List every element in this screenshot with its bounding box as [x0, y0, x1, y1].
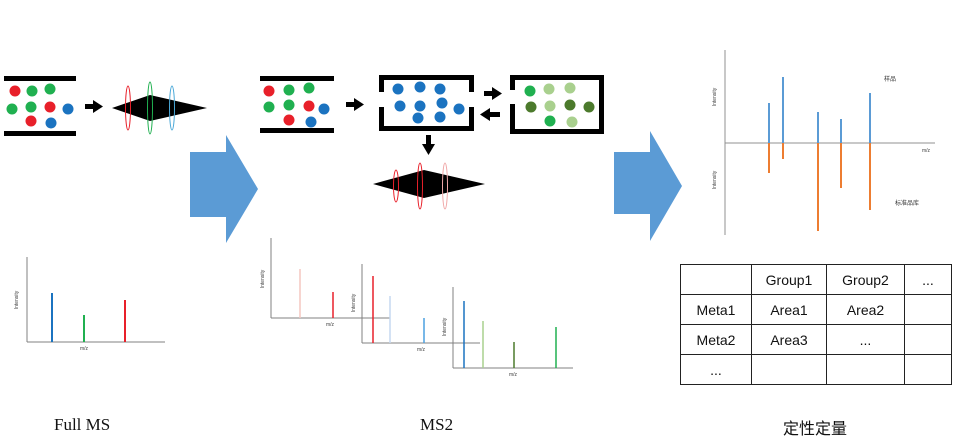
ms2-detector-icon: [373, 162, 485, 210]
big-arrow-1: [190, 135, 258, 243]
quant-table-cell: [751, 354, 827, 385]
quant-table-cell: ...: [904, 264, 952, 295]
ms2-spectrum-1-mz-label: m/z: [326, 322, 335, 328]
mirror-plot-intensity-top: Intensity: [712, 87, 718, 106]
full-ms-intensity-label: Intensity: [14, 290, 20, 309]
mirror-plot-sample-label: 样品: [884, 75, 896, 83]
quant-table-cell: Area3: [751, 324, 827, 355]
table-row: Meta2 Area3 ...: [680, 324, 952, 355]
quant-table-cell: Group1: [751, 264, 827, 295]
table-row: ...: [680, 354, 952, 385]
quant-table-cell: [904, 294, 952, 325]
ms2-spectrum-1-intensity-label: Intensity: [260, 269, 266, 288]
quant-table-cell: ...: [680, 354, 752, 385]
mirror-plot: Intensity Intensity m/z 样品 标准品库: [712, 50, 935, 235]
quant-table-cell: Area2: [826, 294, 905, 325]
mirror-plot-intensity-bottom: Intensity: [712, 170, 718, 189]
quant-table-header: Group1 Group2 ...: [680, 264, 952, 295]
ms2-spectrum-3: Intensity m/z: [442, 287, 573, 378]
ms2-flow-arrow-1: [346, 98, 364, 111]
ms2-spectrum-1: Intensity m/z: [260, 238, 390, 328]
ms2-spectrum-2-mz-label: m/z: [417, 347, 426, 353]
quant-table-cell: [904, 354, 952, 385]
ms2-spectrum-2: Intensity m/z: [351, 264, 480, 353]
full-ms-detector-icon: [112, 81, 207, 135]
full-ms-spectrum: Intensity m/z: [14, 257, 165, 352]
quant-table-cell: [904, 324, 952, 355]
full-ms-label: Full MS: [54, 415, 111, 434]
big-arrow-2: [614, 131, 682, 241]
table-row: Meta1 Area1 Area2: [680, 294, 952, 325]
quant-table-cell: Meta2: [680, 324, 752, 355]
ms2-spectrum-2-intensity-label: Intensity: [351, 293, 357, 312]
ms2-label: MS2: [420, 415, 454, 434]
full-ms-ion-tube: [4, 76, 76, 136]
mirror-plot-library-label: 标准品库: [895, 199, 919, 207]
quant-label: 定性定量: [783, 419, 848, 438]
quant-table-cell: Group2: [826, 264, 905, 295]
mirror-plot-mz-label: m/z: [922, 148, 931, 154]
quant-table-cell: ...: [826, 324, 905, 355]
full-ms-flow-arrow: [85, 100, 103, 113]
ms2-spectrum-3-intensity-label: Intensity: [442, 317, 448, 336]
ms2-isolation-chamber: [379, 75, 474, 131]
ms2-exchange-arrow-right: [484, 87, 502, 100]
quant-table-cell: Meta1: [680, 294, 752, 325]
ms2-exchange-arrow-left: [480, 108, 500, 121]
ms2-ion-tube: [260, 76, 334, 133]
ms2-collision-cell: [510, 75, 604, 134]
full-ms-mz-label: m/z: [80, 346, 89, 352]
quant-table-cell: Area1: [751, 294, 827, 325]
ms2-spectrum-3-mz-label: m/z: [509, 372, 518, 378]
ms2-down-arrow: [422, 135, 435, 155]
quant-table-cell: [826, 354, 905, 385]
quant-table-cell: [680, 264, 752, 295]
quant-table: Group1 Group2 ... Meta1 Area1 Area2 Meta…: [680, 264, 952, 385]
